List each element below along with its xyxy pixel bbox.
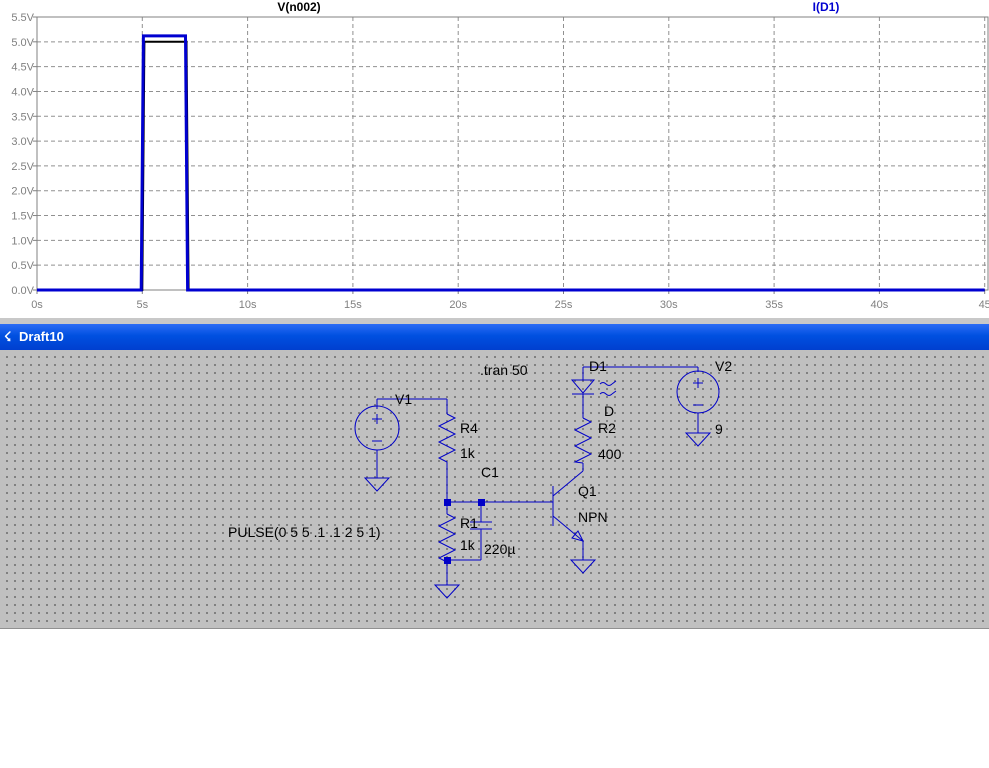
y-tick-label: 3.5V: [11, 111, 34, 123]
d1-value[interactable]: D: [604, 403, 614, 419]
y-tick-label: 4.0V: [11, 86, 34, 98]
c1-capacitor[interactable]: [447, 502, 492, 561]
r2-value[interactable]: 400: [598, 446, 622, 462]
trace-current[interactable]: [37, 34, 985, 292]
schematic-titlebar[interactable]: ☇ Draft10: [0, 324, 989, 350]
pane-splitter[interactable]: [0, 318, 989, 324]
junction-dot: [444, 499, 451, 506]
waveform-plot[interactable]: 0.0V 0.5V 1.0V 1.5V 2.0V 2.5V 3.0V 3.5V 4.0V 4.5V…: [0, 0, 989, 318]
schematic-canvas[interactable]: .tran 50 V1 PULSE(0 5 5 .1 .1 2 5 1) R4 …: [0, 350, 989, 629]
junction-dot: [444, 557, 451, 564]
trace-label-current[interactable]: I(D1): [813, 0, 840, 14]
x-tick-label: 25s: [555, 299, 573, 311]
r4-value[interactable]: 1k: [460, 445, 476, 461]
v1-value[interactable]: PULSE(0 5 5 .1 .1 2 5 1): [228, 524, 381, 540]
x-tick-label: 20s: [449, 299, 467, 311]
trace-label-voltage[interactable]: V(n002): [277, 0, 320, 14]
waveform-plot-pane[interactable]: 0.0V 0.5V 1.0V 1.5V 2.0V 2.5V 3.0V 3.5V 4.0V 4.5V…: [0, 0, 989, 318]
d1-label[interactable]: D1: [589, 358, 607, 374]
x-tick-label: 15s: [344, 299, 362, 311]
y-tick-label: 0.5V: [11, 260, 34, 272]
c1-value[interactable]: 220µ: [484, 541, 515, 557]
y-axis-ticks: 0.0V 0.5V 1.0V 1.5V 2.0V 2.5V 3.0V 3.5V 4.0V 4.5V…: [11, 12, 37, 297]
x-tick-label: 40s: [871, 299, 889, 311]
q1-transistor[interactable]: [552, 463, 597, 574]
d1-led[interactable]: [570, 367, 617, 405]
x-tick-label: 45: [979, 299, 989, 311]
r4-resistor[interactable]: [437, 399, 457, 502]
x-tick-label: 30s: [660, 299, 678, 311]
schematic-window-icon: ☇: [4, 329, 12, 344]
plot-grid: [36, 16, 988, 291]
y-tick-label: 2.5V: [11, 161, 34, 173]
q1-label[interactable]: Q1: [578, 483, 597, 499]
plot-frame: [36, 16, 989, 291]
empty-workspace: [0, 629, 989, 768]
schematic-window-title: Draft10: [19, 329, 64, 344]
x-tick-label: 10s: [239, 299, 257, 311]
x-tick-label: 5s: [136, 299, 148, 311]
v2-value[interactable]: 9: [715, 421, 723, 437]
c1-label[interactable]: C1: [481, 464, 499, 480]
y-tick-label: 5.5V: [11, 12, 34, 24]
junction-dot: [478, 499, 485, 506]
y-tick-label: 3.0V: [11, 136, 34, 148]
q1-value[interactable]: NPN: [578, 509, 608, 525]
v1-source[interactable]: [354, 398, 447, 492]
y-tick-label: 5.0V: [11, 37, 34, 49]
y-tick-label: 2.0V: [11, 186, 34, 198]
y-tick-label: 1.0V: [11, 235, 34, 247]
y-tick-label: 1.5V: [11, 211, 34, 223]
schematic-drawing[interactable]: .tran 50 V1 PULSE(0 5 5 .1 .1 2 5 1) R4 …: [0, 350, 989, 628]
v2-source[interactable]: [676, 367, 720, 447]
plot-traces: [37, 34, 985, 292]
y-tick-label: 0.0V: [11, 285, 34, 297]
tran-directive[interactable]: .tran 50: [480, 362, 528, 378]
v1-label[interactable]: V1: [395, 391, 412, 407]
v2-label[interactable]: V2: [715, 358, 732, 374]
r2-resistor[interactable]: [573, 405, 593, 464]
r1-label[interactable]: R1: [460, 515, 478, 531]
r1-value[interactable]: 1k: [460, 537, 476, 553]
y-tick-label: 4.5V: [11, 62, 34, 74]
r2-label[interactable]: R2: [598, 420, 616, 436]
x-tick-label: 0s: [31, 299, 43, 311]
r1-resistor[interactable]: [433, 502, 461, 599]
x-axis-ticks: 0s 5s 10s 15s 20s 25s 30s 35s 40s 45: [31, 290, 989, 311]
x-tick-label: 35s: [765, 299, 783, 311]
r4-label[interactable]: R4: [460, 420, 478, 436]
